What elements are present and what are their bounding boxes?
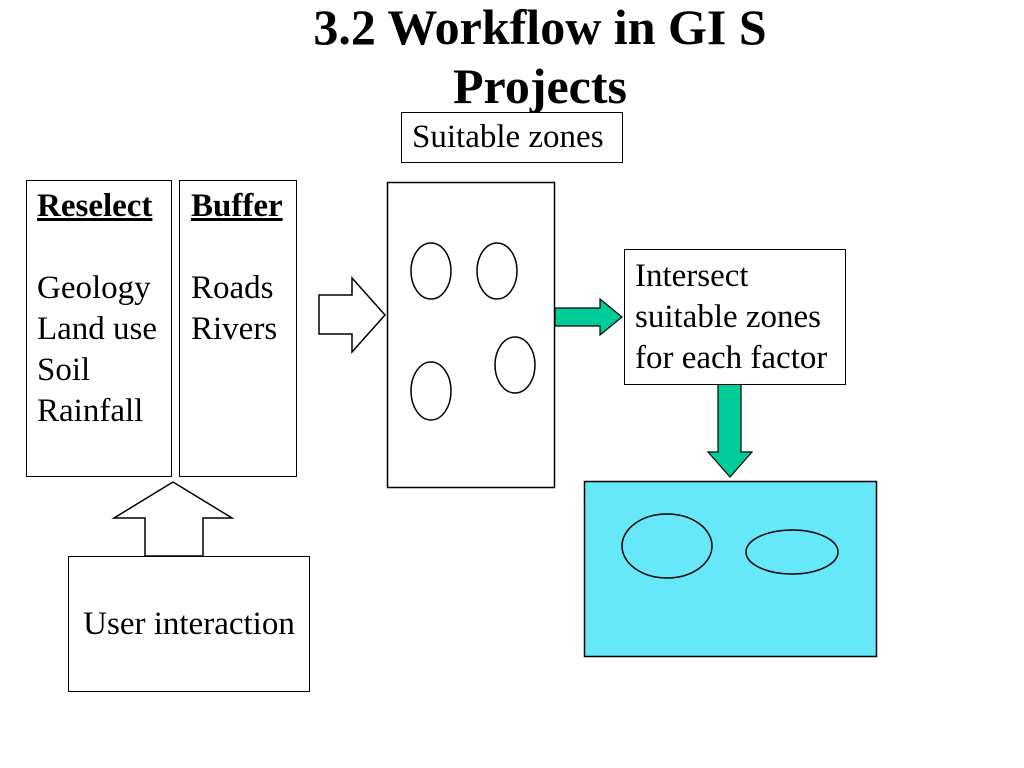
buffer-item: Rivers xyxy=(191,311,278,347)
user-interaction-box: User interaction xyxy=(68,556,310,692)
intersect-box: Intersect suitable zones for each factor xyxy=(624,249,846,385)
zone-ellipse xyxy=(410,242,452,300)
suitable-zones-label: Suitable zones xyxy=(412,119,604,155)
reselect-heading: Reselect xyxy=(37,188,153,224)
reselect-item: Land use xyxy=(37,311,158,347)
user-interaction-label: User interaction xyxy=(83,605,295,642)
result-zone-ellipse xyxy=(621,513,713,579)
buffer-item: Roads xyxy=(191,270,274,306)
buffer-box: Buffer Roads Rivers xyxy=(179,180,297,477)
reselect-item: Geology xyxy=(37,270,151,306)
green-down-arrow xyxy=(706,383,754,478)
factor-zones-panel xyxy=(386,181,556,489)
result-panel xyxy=(583,480,878,658)
result-zone-ellipse xyxy=(745,529,839,575)
intersect-label-line: for each factor xyxy=(635,340,828,376)
up-outline-arrow xyxy=(111,481,235,557)
zone-ellipse xyxy=(476,242,518,300)
reselect-item: Soil xyxy=(37,352,91,388)
title-line-2: Projects xyxy=(453,58,627,114)
intersect-label-line: suitable zones xyxy=(635,299,822,335)
reselect-box: Reselect Geology Land use Soil Rainfall xyxy=(26,180,172,477)
page-title: 3.2 Workflow in GI S Projects xyxy=(240,0,840,116)
zone-ellipse xyxy=(410,361,452,421)
green-right-arrow xyxy=(554,297,623,337)
suitable-zones-box: Suitable zones xyxy=(401,112,623,163)
buffer-heading: Buffer xyxy=(191,188,283,224)
zone-ellipse xyxy=(494,336,536,394)
title-line-1: 3.2 Workflow in GI S xyxy=(313,0,767,55)
reselect-item: Rainfall xyxy=(37,393,144,429)
right-outline-arrow xyxy=(318,276,387,354)
intersect-label-line: Intersect xyxy=(635,258,749,294)
